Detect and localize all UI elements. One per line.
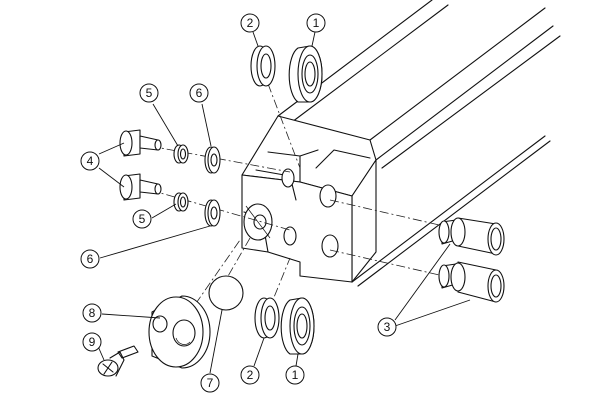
- bolt-upper: [119, 129, 162, 157]
- bolt-lower: [119, 173, 162, 201]
- flat-washer-lower: [204, 199, 221, 227]
- callout-7: 7: [200, 373, 220, 393]
- upper-pin-hole: [319, 184, 337, 208]
- callout-label: 3: [384, 320, 391, 334]
- bearing-top: [288, 45, 323, 103]
- seal-ring-bottom: [254, 297, 280, 339]
- lock-washer-upper: [173, 144, 189, 164]
- lower-pin-hole: [321, 234, 339, 258]
- ball: [208, 275, 244, 311]
- end-cap: [148, 295, 211, 369]
- callout-6-top: 6: [189, 83, 209, 103]
- callout-label: 5: [146, 86, 153, 100]
- callout-label: 6: [87, 252, 94, 266]
- flat-washer-upper: [204, 146, 221, 174]
- callout-8: 8: [82, 303, 102, 323]
- lock-washer-lower: [173, 192, 189, 212]
- yoke-block: [241, 115, 377, 283]
- pin-lower: [438, 261, 505, 303]
- screw: [97, 345, 139, 377]
- callout-label: 2: [247, 16, 254, 30]
- pin-upper: [438, 217, 505, 256]
- callout-label: 1: [313, 16, 320, 30]
- callout-label: 9: [89, 335, 96, 349]
- bearing-bottom: [280, 297, 315, 355]
- callout-3: 3: [377, 317, 397, 337]
- callout-label: 5: [139, 212, 146, 226]
- leader-lines: [96, 31, 471, 374]
- callout-2-bottom: 2: [240, 365, 260, 385]
- callout-label: 6: [196, 86, 203, 100]
- callout-1-bottom: 1: [285, 365, 305, 385]
- arm-beam: [277, 0, 561, 287]
- lower-bolt-hole: [283, 226, 297, 246]
- callout-5-bottom: 5: [132, 209, 152, 229]
- callout-6-bottom: 6: [80, 249, 100, 269]
- callout-label: 8: [89, 306, 96, 320]
- callout-1-top: 1: [306, 13, 326, 33]
- callout-4: 4: [80, 151, 100, 171]
- callout-label: 7: [207, 376, 214, 390]
- callout-label: 1: [292, 368, 299, 382]
- callout-5-top: 5: [139, 83, 159, 103]
- callout-9: 9: [82, 332, 102, 352]
- callout-label: 2: [247, 368, 254, 382]
- upper-bolt-hole: [281, 168, 295, 188]
- callout-2-top: 2: [240, 13, 260, 33]
- seal-ring-top: [250, 45, 276, 87]
- callout-label: 4: [87, 154, 94, 168]
